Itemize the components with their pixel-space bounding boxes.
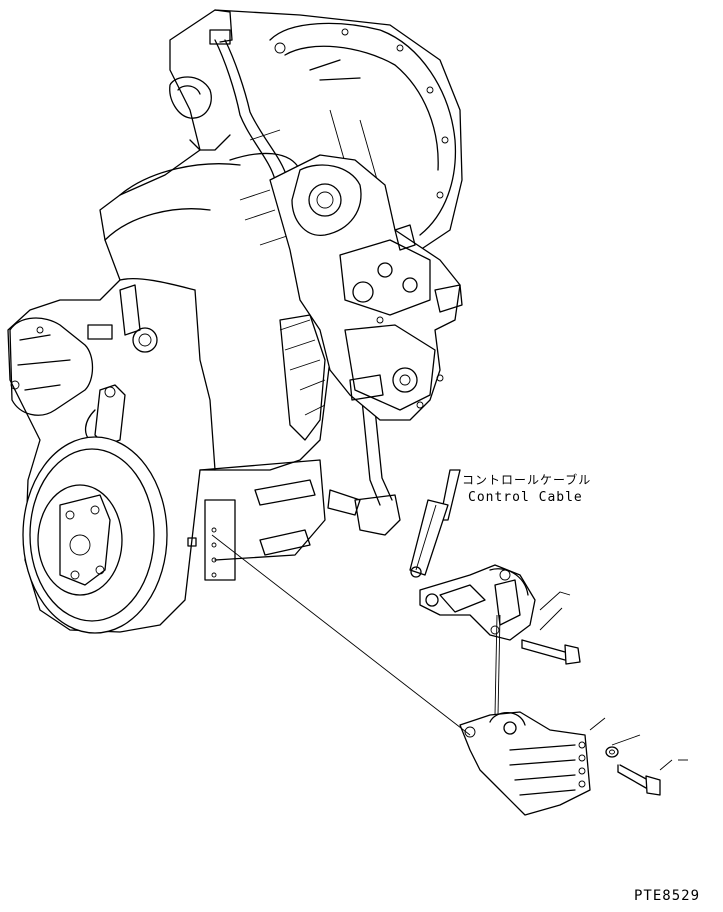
assembly-lines bbox=[211, 534, 501, 736]
figure-code: PTE8529 bbox=[634, 888, 701, 904]
control-cable-label-en: Control Cable bbox=[468, 490, 583, 505]
bolt-upper bbox=[521, 639, 581, 665]
cable-bracket bbox=[419, 564, 536, 641]
control-valve bbox=[269, 154, 463, 441]
mount-bracket bbox=[459, 711, 591, 816]
control-cable-part bbox=[409, 469, 461, 578]
leader-lower bbox=[589, 717, 688, 771]
leader-upper bbox=[539, 591, 571, 631]
washer bbox=[605, 746, 619, 758]
bolt-lower bbox=[617, 764, 661, 796]
control-cable-label-jp: コントロールケーブル bbox=[462, 473, 592, 487]
input-flange bbox=[22, 436, 168, 634]
